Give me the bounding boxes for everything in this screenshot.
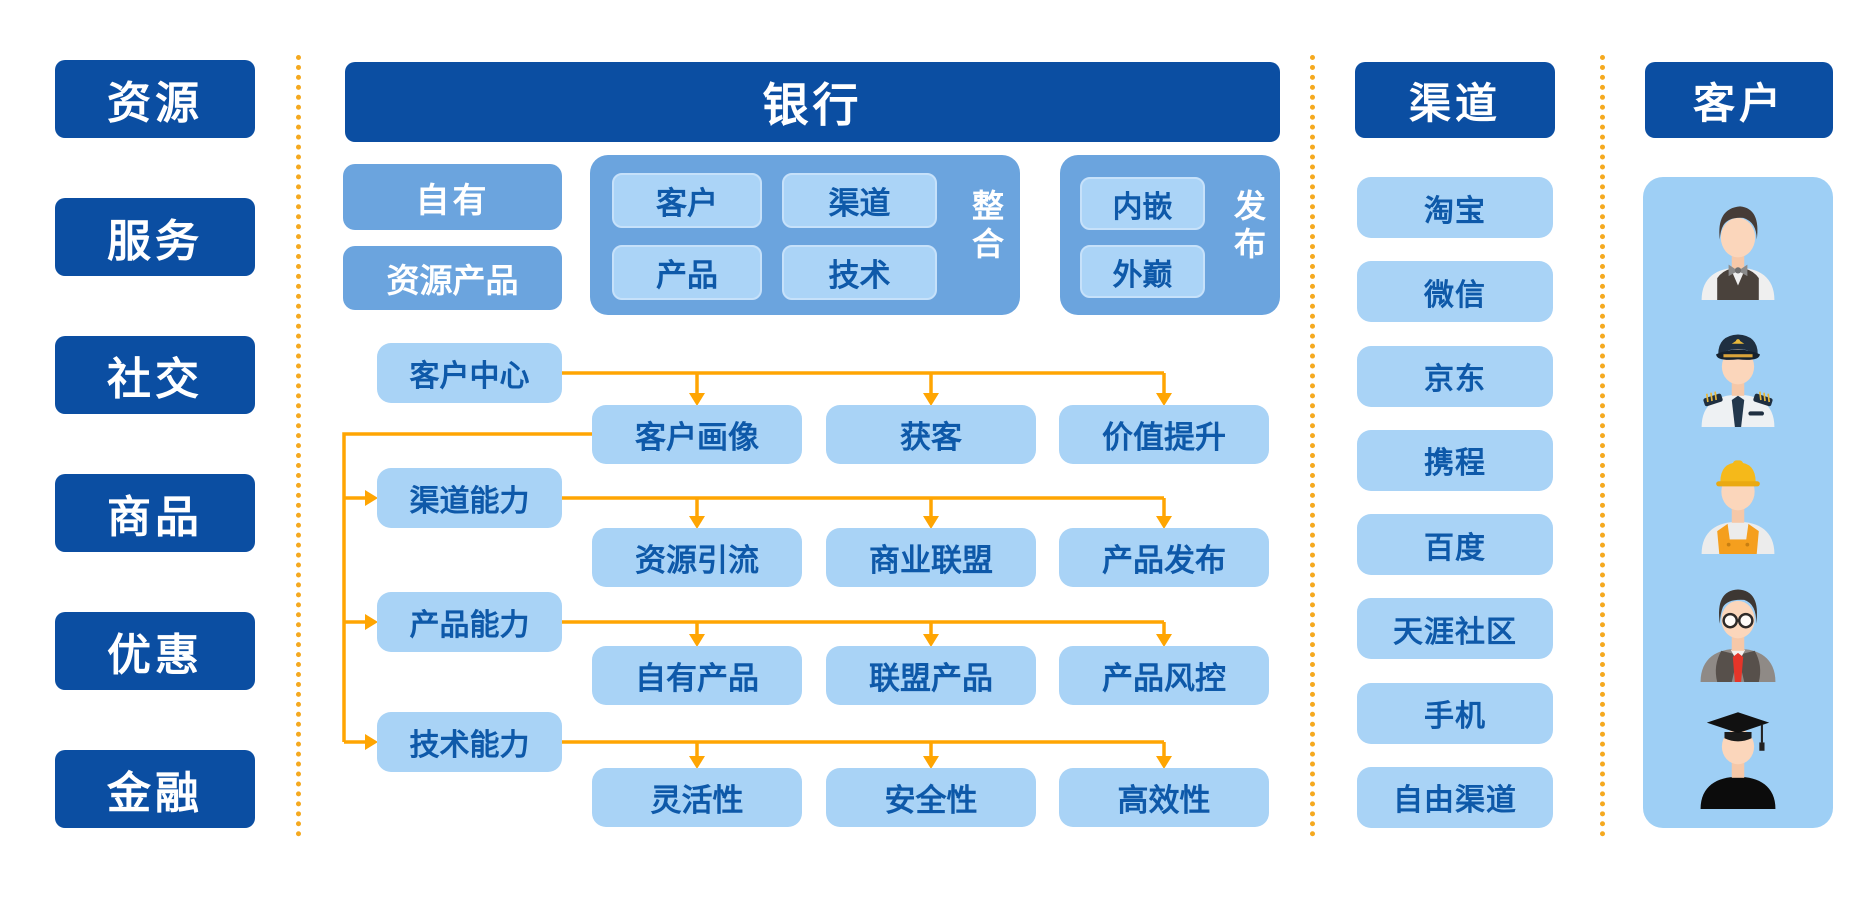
resource-column: 资源 服务 社交 商品 优惠 金融 [55,60,255,828]
flow-node-customer-profile: 客户画像 [592,405,802,464]
flow-node-flexibility: 灵活性 [592,768,802,827]
publish-group: 内嵌 外巅 发布 [1060,155,1280,315]
integration-item-product: 产品 [612,245,762,300]
flow-node-value-uplift: 价值提升 [1059,405,1269,464]
left-item-finance: 金融 [55,750,255,828]
left-item-social: 社交 [55,336,255,414]
flow-node-customer-acquisition: 获客 [826,405,1036,464]
channel-item-baidu: 百度 [1357,514,1553,576]
left-item-resources: 资源 [55,60,255,138]
customers-panel [1643,177,1833,828]
flow-node-efficiency: 高效性 [1059,768,1269,827]
businessman-avatar-icon [1700,589,1776,682]
waiter-avatar-icon [1701,206,1775,301]
publish-label: 发布 [1230,189,1266,265]
publish-item-external: 外巅 [1080,245,1205,298]
integration-label: 整合 [968,189,1004,265]
bank-header: 银行 [345,62,1280,142]
separator-left [296,55,301,837]
channel-item-tianya: 天涯社区 [1357,598,1553,660]
channels-list: 淘宝 微信 京东 携程 百度 天涯社区 手机 自由渠道 [1357,177,1553,828]
flow-source-technology-capability: 技术能力 [377,712,562,772]
channel-item-jd: 京东 [1357,345,1553,407]
graduate-avatar-icon [1700,712,1776,809]
publish-item-embedded: 内嵌 [1080,177,1205,230]
flow-source-channel-capability: 渠道能力 [377,468,562,528]
channel-item-wechat: 微信 [1357,261,1553,323]
flow-node-security: 安全性 [826,768,1036,827]
channel-item-free-channel: 自由渠道 [1357,766,1553,828]
integration-item-customer: 客户 [612,173,762,228]
left-item-offers: 优惠 [55,612,255,690]
flow-node-business-alliance: 商业联盟 [826,528,1036,587]
channel-item-ctrip: 携程 [1357,429,1553,491]
flow-source-customer-center: 客户中心 [377,343,562,403]
channels-header: 渠道 [1355,62,1555,138]
flow-source-product-capability: 产品能力 [377,592,562,652]
separator-customers [1600,55,1605,837]
left-item-services: 服务 [55,198,255,276]
customers-header: 客户 [1645,62,1833,138]
resource-product-box: 资源产品 [343,246,562,310]
integration-group: 客户 渠道 产品 技术 整合 [590,155,1020,315]
channel-item-mobile: 手机 [1357,682,1553,744]
flow-node-own-products: 自有产品 [592,646,802,705]
integration-item-channel: 渠道 [782,173,937,228]
pilot-avatar-icon [1701,334,1775,428]
integration-item-technology: 技术 [782,245,937,300]
separator-channels [1310,55,1315,837]
flow-node-resource-diversion: 资源引流 [592,528,802,587]
own-box: 自有 [343,164,562,230]
flow-node-alliance-products: 联盟产品 [826,646,1036,705]
flow-node-product-release: 产品发布 [1059,528,1269,587]
channel-item-taobao: 淘宝 [1357,177,1553,238]
construction-worker-avatar-icon [1701,460,1775,555]
left-item-goods: 商品 [55,474,255,552]
flow-node-product-risk-control: 产品风控 [1059,646,1269,705]
